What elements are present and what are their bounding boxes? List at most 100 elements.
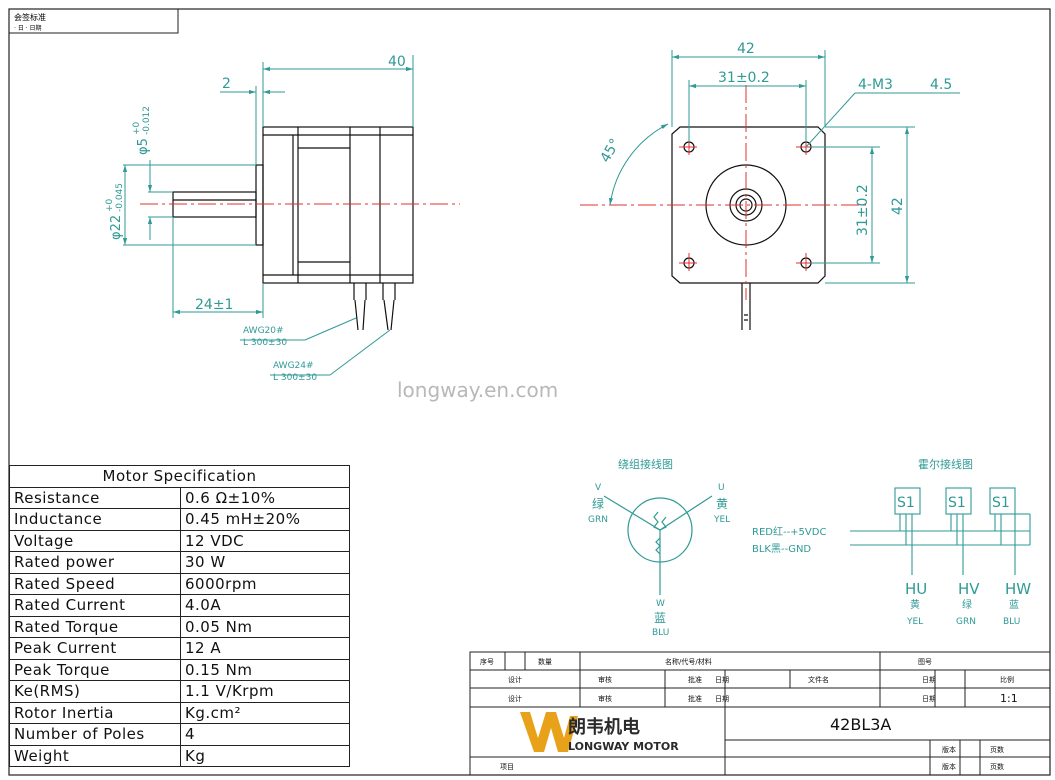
spec-value: 0.6 Ω±10% (180, 486, 350, 509)
hall-hw-en: BLU (1003, 617, 1020, 627)
tb-drawing-no: 图号 (918, 658, 932, 666)
winding-diagram: 绕组接线图 V 绿 GRN U 黄 YEL W 蓝 BLU (588, 457, 730, 638)
spec-value: 6000rpm (180, 572, 350, 595)
winding-u-en: YEL (713, 515, 730, 525)
winding-title: 绕组接线图 (618, 457, 673, 471)
spec-label: Number of Poles (9, 723, 181, 746)
dim-shaft-length: 24±1 (195, 297, 233, 313)
spec-value: Kg.cm² (180, 701, 350, 724)
hall-diagram: 霍尔接线图 S1 S1 S1 RED红--+5VDC BLK黑--GND (752, 457, 1031, 627)
tb-file-name: 文件名 (808, 675, 829, 684)
tb-page-2: 页数 (990, 762, 1004, 771)
company-name-cn: 朗韦机电 (568, 716, 640, 738)
hall-hu: HU (905, 580, 927, 598)
tb-project: 项目 (500, 763, 514, 771)
tb-date-3: 日期 (715, 695, 729, 703)
spec-label: Resistance (9, 486, 181, 509)
winding-u-cn: 黄 (716, 497, 728, 511)
tb-version: 版本 (942, 745, 956, 754)
dim-shaft-tol-upper: +0 (132, 121, 142, 135)
spec-value: Kg (180, 744, 350, 767)
spec-label: Rated power (9, 551, 181, 574)
dim-hole-x: 31±0.2 (718, 70, 770, 86)
wire2-spec: AWG24# (273, 361, 314, 371)
dim-shaft-tol-lower: -0.012 (142, 106, 152, 135)
spec-label: Rated Torque (9, 615, 181, 638)
dim-front-width: 42 (737, 41, 755, 57)
front-centerlines (580, 85, 870, 300)
spec-value: 0.05 Nm (180, 615, 350, 638)
tb-version-2: 版本 (942, 762, 956, 771)
spec-label: Peak Torque (9, 658, 181, 681)
spec-row: Ke(RMS)1.1 V/Krpm (9, 680, 350, 703)
spec-label: Rated Current (9, 594, 181, 617)
hall-blk-label: BLK黑--GND (752, 543, 811, 555)
hall-hu-en: YEL (906, 617, 923, 627)
dim-boss-tol-upper: +0 (105, 198, 115, 212)
wire1-spec: AWG20# (243, 326, 284, 336)
tb-date-2: 日期 (922, 676, 936, 684)
dim-hole-spec: 4-M3 (858, 77, 893, 93)
spec-title: Motor Specification (9, 465, 350, 488)
spec-label: Ke(RMS) (9, 680, 181, 703)
spec-label: Weight (9, 744, 181, 767)
winding-w-label: W (656, 599, 665, 609)
dim-length: 40 (388, 54, 406, 70)
hall-hv: HV (958, 580, 980, 598)
spec-label: Inductance (9, 508, 181, 531)
front-view (671, 126, 826, 330)
tb-qty: 数量 (538, 657, 552, 666)
spec-value: 0.45 mH±20% (180, 508, 350, 531)
dim-boss-dia: φ22 (109, 215, 124, 240)
tb-scale: 比例 (1000, 675, 1014, 684)
winding-v-en: GRN (588, 515, 608, 525)
front-face (671, 126, 826, 284)
spec-value: 1.1 V/Krpm (180, 680, 350, 703)
hall-sensor-2: S1 (948, 495, 966, 511)
dim-hole-depth: 4.5 (930, 77, 952, 93)
tb-name: 名称/代号/材料 (665, 657, 712, 666)
hall-title: 霍尔接线图 (918, 457, 973, 471)
hall-hw: HW (1005, 580, 1031, 598)
hall-hv-cn: 绿 (962, 598, 972, 611)
top-left-box: 会签标准 · 日 · 日期 (8, 8, 179, 34)
hall-hw-cn: 蓝 (1009, 599, 1019, 611)
tb-date-1: 日期 (715, 676, 729, 684)
spec-value: 0.15 Nm (180, 658, 350, 681)
title-block (469, 651, 1051, 776)
tb-date-4: 日期 (922, 695, 936, 703)
front-dimensions (608, 50, 960, 284)
dim-hole-y: 31±0.2 (855, 184, 871, 236)
spec-value: 12 A (180, 637, 350, 660)
winding-w-en: BLU (652, 628, 669, 638)
tb-design-2: 设计 (508, 694, 522, 703)
hall-sensor-3: S1 (992, 495, 1010, 511)
top-left-line1: 会签标准 (14, 12, 46, 22)
hall-hu-cn: 黄 (910, 598, 920, 611)
company-name-en: LONGWAY MOTOR (568, 740, 679, 753)
spec-value: 12 VDC (180, 529, 350, 552)
spec-value: 4 (180, 723, 350, 746)
dim-front-height: 42 (890, 197, 906, 215)
watermark: longway.en.com (397, 378, 558, 402)
tb-approve-2: 批准 (688, 694, 702, 703)
tb-design-1: 设计 (508, 675, 522, 684)
hall-red-label: RED红--+5VDC (752, 525, 826, 538)
top-left-line2: · 日 · 日期 (14, 24, 42, 32)
tb-review-1: 审核 (598, 675, 612, 684)
tb-scale-value: 1:1 (1000, 692, 1018, 705)
tb-approve-1: 批准 (688, 675, 702, 684)
hall-hv-en: GRN (956, 617, 976, 627)
